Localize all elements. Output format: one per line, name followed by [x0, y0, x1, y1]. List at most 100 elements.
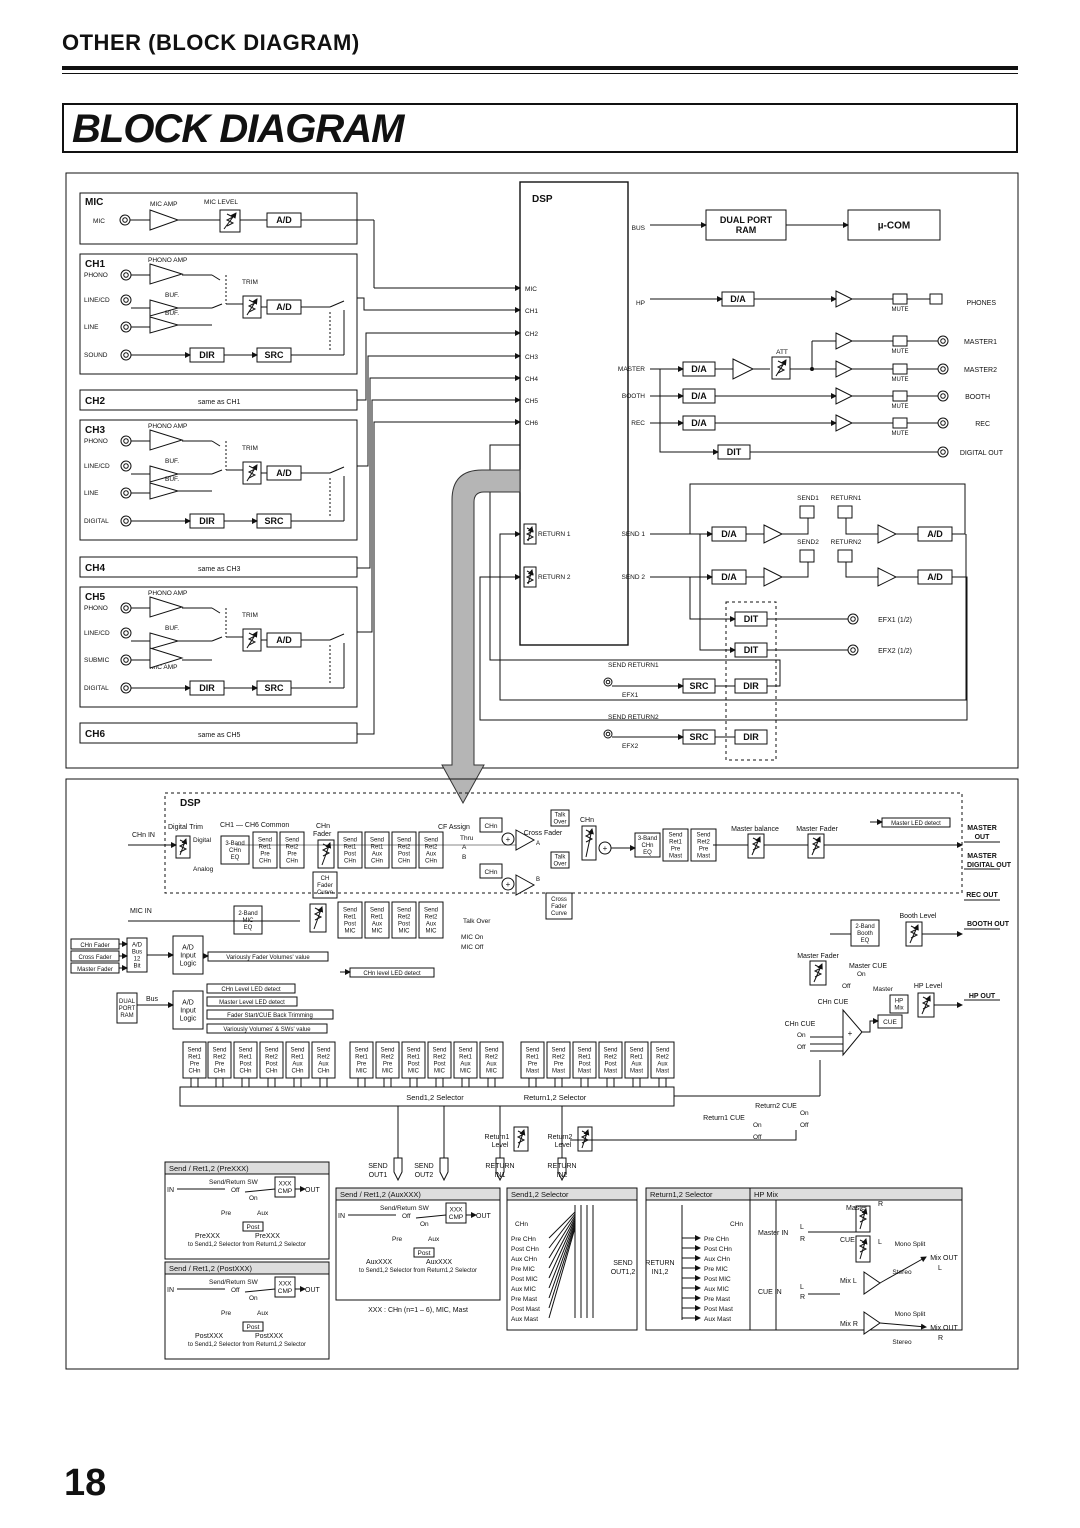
mute-relay-icon: [892, 335, 908, 347]
buffer-amp-icon: [149, 316, 180, 334]
master-send-block-label: Send: [696, 833, 710, 839]
jack-inner: [123, 490, 129, 496]
dsp-input-label: CH6: [525, 420, 538, 427]
hp-amp-icon: [835, 290, 854, 308]
io-connector-icon: [495, 1157, 505, 1182]
switch-label: Send/Return SW: [209, 1179, 259, 1186]
xxx-cmp-block: [445, 1202, 467, 1224]
resistor-zigzag: [813, 964, 823, 978]
send-block-label: CHn: [286, 859, 298, 865]
return1-level-knob-icon: [513, 1126, 529, 1152]
master-fader-label: Master Fader: [797, 953, 839, 960]
jack-inner: [940, 366, 946, 372]
mic-eq-block-label: 2-Band: [238, 911, 257, 917]
bottom-send-block-label: Aux: [657, 1062, 667, 1068]
send-label: SEND: [613, 1260, 632, 1267]
input-label: SOUND: [84, 352, 108, 359]
left-label: Master Fader: [77, 967, 113, 973]
bottom-send-block-label: CHn: [291, 1069, 303, 1075]
wire: [782, 518, 809, 535]
dsp-output-label: MASTER: [618, 366, 645, 373]
send-return-label: SEND RETURN2: [608, 714, 659, 721]
ad-bus-block-label: Bus: [132, 950, 142, 956]
selector-item: Aux Mast: [511, 1316, 538, 1323]
da-block-booth-label: D/A: [691, 391, 707, 401]
channel-l: L: [878, 1239, 882, 1246]
phono-amp-icon: [149, 429, 184, 451]
bottom-send-block-label: Aux: [631, 1062, 641, 1068]
io-label: RETURN: [485, 1163, 514, 1170]
wire: [879, 1256, 927, 1284]
selector-item: Pre CHn: [511, 1236, 536, 1243]
bottom-send-block-label: Post: [239, 1062, 251, 1068]
adder-sign: +: [506, 880, 511, 889]
mix-r-label: Mix R: [840, 1321, 858, 1328]
bottom-send-block-label: CHn: [265, 1069, 277, 1075]
post-label: Post: [246, 1324, 259, 1331]
aux-label: Aux: [257, 1310, 269, 1317]
phones-jack-icon: [929, 293, 943, 305]
channel-bus-wire: [357, 330, 521, 401]
mic-eq-block-label: MIC: [243, 918, 255, 924]
chn-group-box: [479, 863, 503, 879]
jack-inner: [123, 324, 129, 330]
bottom-send-block-label: Send: [316, 1048, 330, 1054]
note-box: [206, 996, 298, 1007]
bottom-send-block-label: Send: [354, 1048, 368, 1054]
amplifier-icon: [763, 524, 784, 544]
send-block-label: Ret1: [344, 915, 357, 921]
send-block-label: Pre: [287, 852, 297, 858]
buffer-label: BUF.: [165, 310, 179, 317]
jack-inner: [123, 352, 129, 358]
input-label: LINE/CD: [84, 297, 110, 304]
ch-fader-curve-block-label: Curve: [317, 890, 334, 896]
send-block: [364, 901, 390, 939]
selector-item: Post CHn: [704, 1246, 732, 1253]
send-out-label: OUT1,2: [611, 1269, 636, 1276]
on-label: On: [800, 1110, 809, 1117]
send-block: [337, 831, 363, 869]
off-label: Off: [800, 1122, 809, 1129]
talk-over-block: [550, 809, 570, 827]
pre-label: Pre: [221, 1210, 232, 1217]
bottom-send-block-label: Send: [629, 1048, 643, 1054]
left-label: Cross Fader: [78, 955, 111, 961]
selector-switch: [329, 300, 345, 308]
bottom-send-block-label: Post: [433, 1062, 445, 1068]
dir-block-label: DIR: [199, 683, 215, 693]
bottom-send-block-label: Pre: [215, 1062, 225, 1068]
ad-bus-block-label: A/D: [132, 943, 143, 949]
input-label: LINE/CD: [84, 463, 110, 470]
resistor-zigzag: [909, 925, 919, 939]
rca-jack-icon: [120, 487, 132, 499]
selector-item: Pre Mast: [511, 1296, 537, 1303]
bottom-send-block-label: Mast: [526, 1069, 539, 1075]
page-number: 18: [64, 1462, 107, 1504]
amplifier-icon: [835, 387, 854, 405]
ch-common-label: CH1 — CH6 Common: [220, 822, 289, 829]
send-block-label: CHn: [371, 859, 383, 865]
dual-port-ram-ref: [116, 992, 138, 1024]
off-label: Off: [753, 1134, 762, 1141]
selector-wire: [548, 1219, 576, 1279]
bottom-send-block-label: Pre: [383, 1062, 393, 1068]
bottom-send-block: [311, 1041, 336, 1079]
send-block-label: Send: [424, 838, 438, 844]
bottom-send-block-label: Post: [578, 1062, 590, 1068]
send-block-label: Ret2: [286, 845, 299, 851]
jack-inner: [940, 420, 946, 426]
switch-label: Send/Return SW: [209, 1279, 259, 1286]
output-label: DIGITAL OUT: [967, 862, 1012, 869]
input-label: DIGITAL: [84, 685, 109, 692]
master-send-block-label: Mast: [697, 854, 710, 860]
bottom-send-block-label: Mast: [656, 1069, 669, 1075]
wire: [845, 518, 878, 535]
stereo-label: Stereo: [892, 1339, 912, 1346]
efx-connector-icon: [847, 613, 859, 625]
send-block: [391, 901, 417, 939]
master-send-block-label: Pre: [671, 847, 681, 853]
send-block-label: Post: [398, 852, 410, 858]
resistor-zigzag: [776, 360, 786, 374]
pre-label: Pre: [221, 1310, 232, 1317]
